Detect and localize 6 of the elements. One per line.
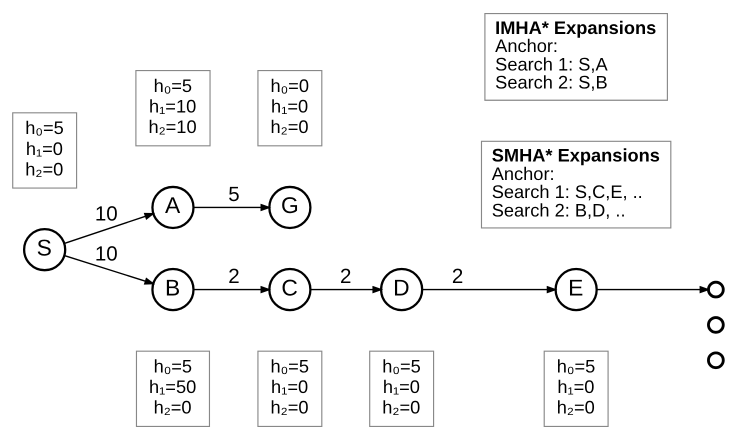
edge-label: 2 — [452, 265, 464, 288]
edge-label: 2 — [340, 265, 352, 288]
edge-label: 10 — [94, 202, 118, 226]
edge-label: 10 — [94, 242, 118, 266]
edge-label: 5 — [228, 183, 240, 206]
edge-label: 2 — [228, 265, 240, 288]
